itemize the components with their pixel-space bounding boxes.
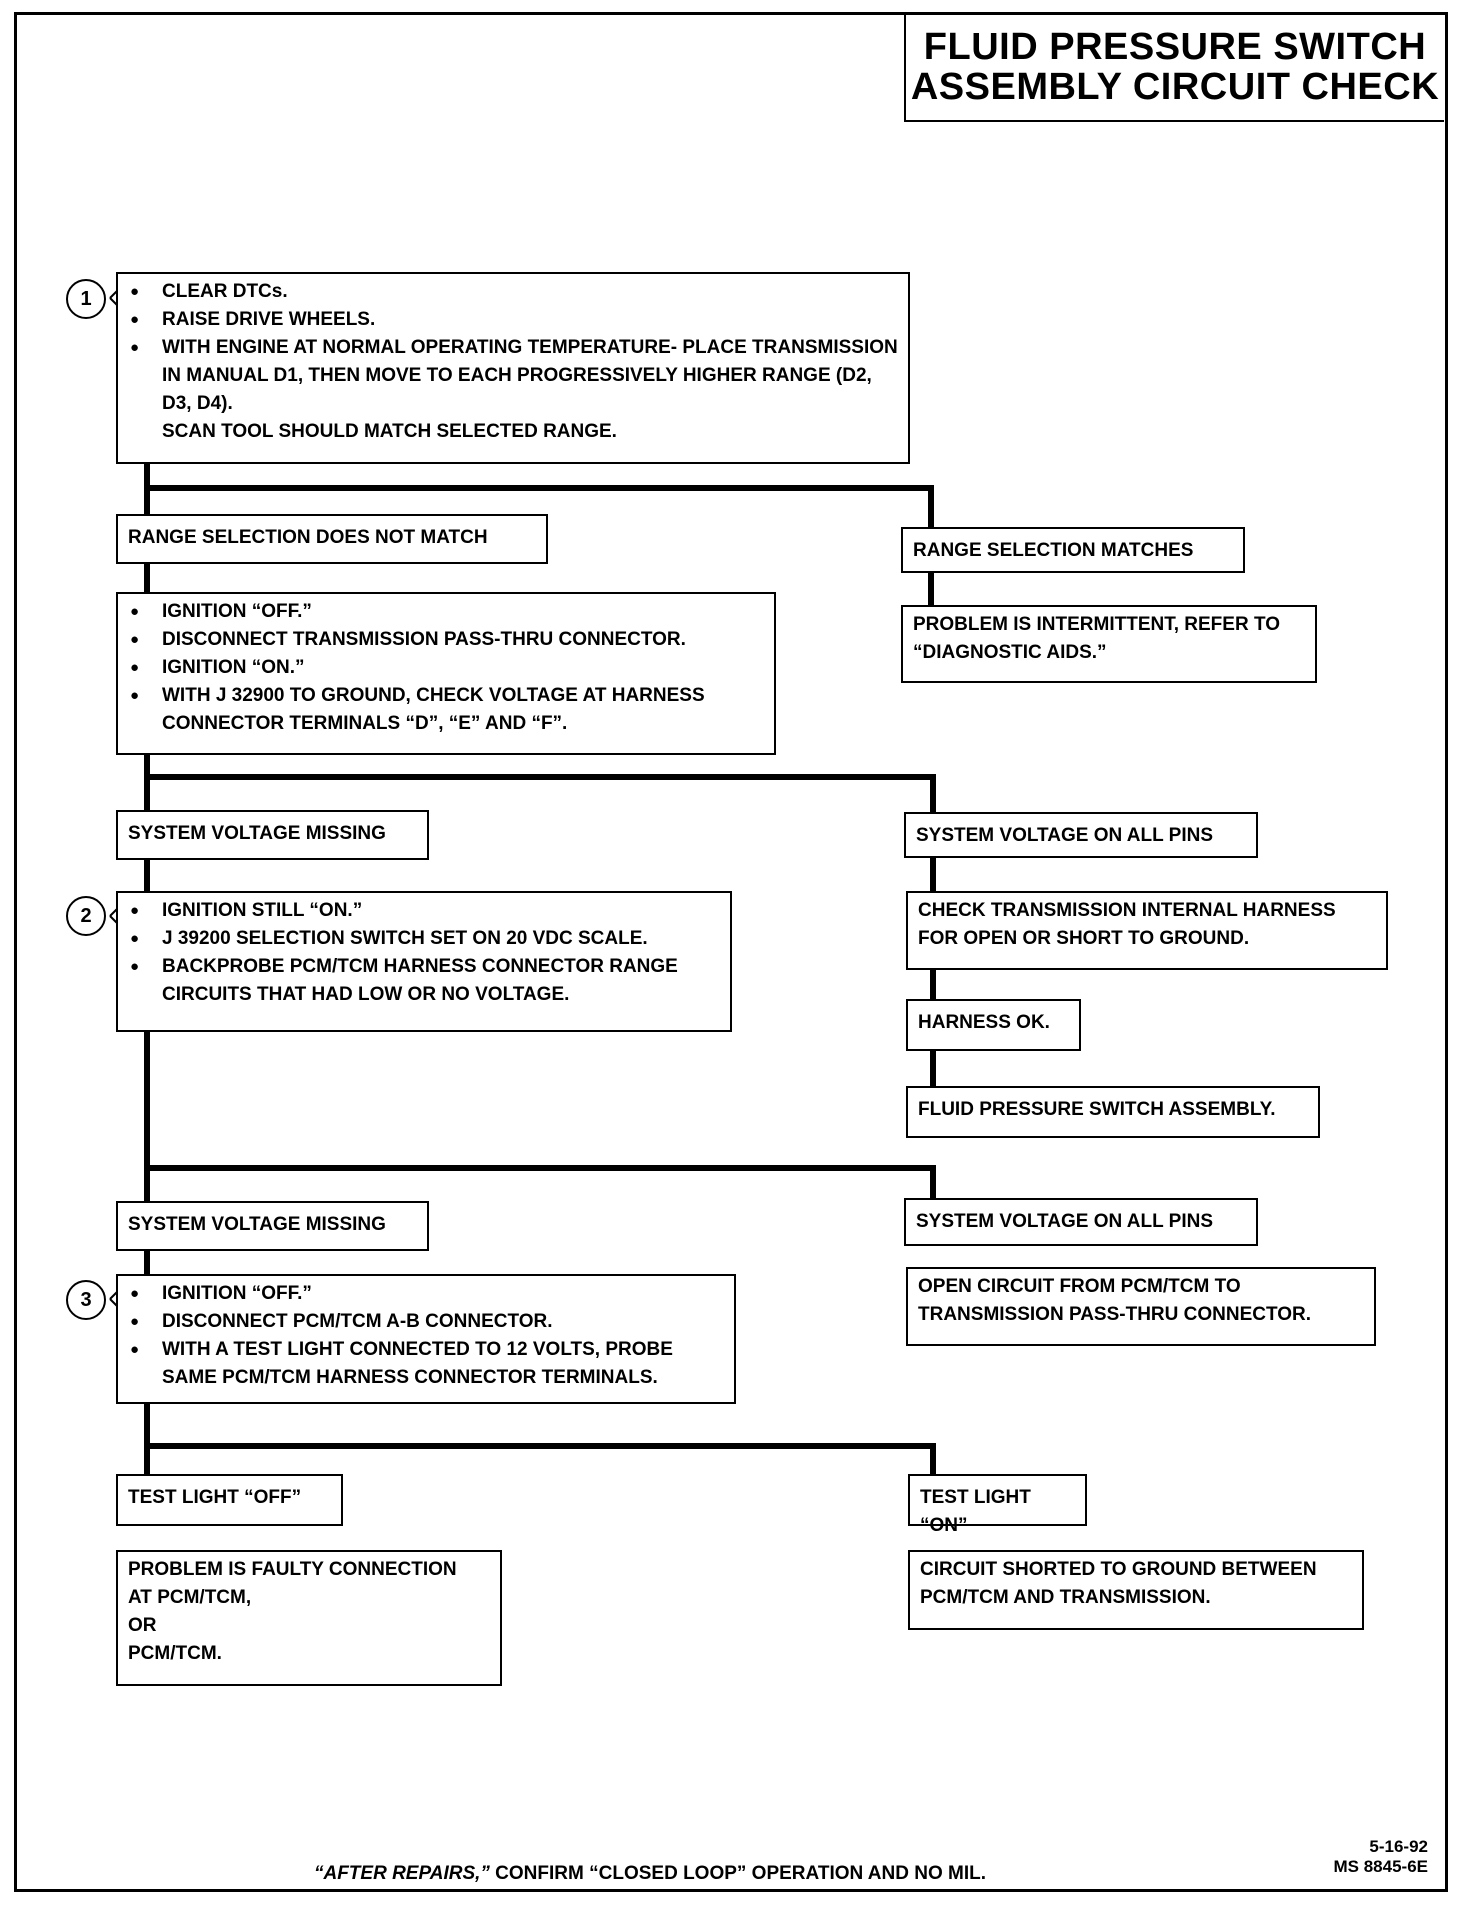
document-number: MS 8845-6E	[1333, 1857, 1429, 1876]
open-circuit-line: OPEN CIRCUIT FROM PCM/TCM TO	[918, 1276, 1241, 1297]
range-match-label: RANGE SELECTION MATCHES	[901, 527, 1245, 573]
footer-note: “AFTER REPAIRS,” CONFIRM “CLOSED LOOP” O…	[250, 1863, 1050, 1885]
voltage-missing-label: SYSTEM VOLTAGE MISSING	[116, 810, 429, 860]
step-3-item: WITH A TEST LIGHT CONNECTED TO 12 VOLTS,…	[128, 1336, 724, 1392]
open-circuit-box: OPEN CIRCUIT FROM PCM/TCM TO TRANSMISSIO…	[906, 1267, 1376, 1346]
step-1-note: SCAN TOOL SHOULD MATCH SELECTED RANGE.	[162, 421, 617, 442]
faulty-connection-line: PCM/TCM.	[128, 1643, 222, 1664]
check-voltage-item: IGNITION “OFF.”	[128, 598, 764, 626]
step-3-item: DISCONNECT PCM/TCM A-B CONNECTOR.	[128, 1308, 724, 1336]
faulty-connection-line: PROBLEM IS FAULTY CONNECTION	[128, 1559, 457, 1580]
step-3-box: IGNITION “OFF.” DISCONNECT PCM/TCM A-B C…	[116, 1274, 736, 1404]
faulty-connection-line: AT PCM/TCM,	[128, 1587, 252, 1608]
shorted-line: PCM/TCM AND TRANSMISSION.	[920, 1587, 1211, 1608]
open-circuit-line: TRANSMISSION PASS-THRU CONNECTOR.	[918, 1304, 1312, 1325]
footer-text: CONFIRM “CLOSED LOOP” OPERATION AND NO M…	[489, 1863, 987, 1884]
step-2-box: IGNITION STILL “ON.” J 39200 SELECTION S…	[116, 891, 732, 1032]
check-harness-box: CHECK TRANSMISSION INTERNAL HARNESS FOR …	[906, 891, 1388, 970]
title-line-1: FLUID PRESSURE SWITCH	[923, 26, 1427, 68]
document-code: 5-16-92 MS 8845-6E	[1334, 1837, 1429, 1877]
range-no-match-label: RANGE SELECTION DOES NOT MATCH	[116, 514, 548, 564]
intermittent-box: PROBLEM IS INTERMITTENT, REFER TO “DIAGN…	[901, 605, 1317, 683]
step-2-marker: 2	[66, 896, 106, 936]
test-light-off-label: TEST LIGHT “OFF”	[116, 1474, 343, 1526]
intermittent-line: PROBLEM IS INTERMITTENT, REFER TO	[913, 614, 1280, 635]
footer-italic: “AFTER REPAIRS,”	[313, 1863, 490, 1884]
step-2-item: IGNITION STILL “ON.”	[128, 897, 720, 925]
check-voltage-item: IGNITION “ON.”	[128, 654, 764, 682]
faulty-connection-line: OR	[128, 1615, 157, 1636]
check-voltage-item: DISCONNECT TRANSMISSION PASS-THRU CONNEC…	[128, 626, 764, 654]
fluid-switch-box: FLUID PRESSURE SWITCH ASSEMBLY.	[906, 1086, 1320, 1138]
check-harness-line: CHECK TRANSMISSION INTERNAL HARNESS	[918, 900, 1336, 921]
step-1-box: CLEAR DTCs. RAISE DRIVE WHEELS. WITH ENG…	[116, 272, 910, 464]
page-frame	[14, 12, 1448, 1892]
step-2-item: BACKPROBE PCM/TCM HARNESS CONNECTOR RANG…	[128, 953, 720, 1009]
step-2-item: J 39200 SELECTION SWITCH SET ON 20 VDC S…	[128, 925, 720, 953]
test-light-on-label: TEST LIGHT “ON”	[908, 1474, 1087, 1536]
title-line-2: ASSEMBLY CIRCUIT CHECK	[910, 66, 1440, 108]
step-1-item: RAISE DRIVE WHEELS.	[128, 306, 898, 334]
voltage-all-pins-label-2: SYSTEM VOLTAGE ON ALL PINS	[904, 1198, 1258, 1246]
step-3-item: IGNITION “OFF.”	[128, 1280, 724, 1308]
check-voltage-box: IGNITION “OFF.” DISCONNECT TRANSMISSION …	[116, 592, 776, 755]
faulty-connection-box: PROBLEM IS FAULTY CONNECTION AT PCM/TCM,…	[116, 1550, 502, 1686]
shorted-line: CIRCUIT SHORTED TO GROUND BETWEEN	[920, 1559, 1317, 1580]
voltage-missing-label-2: SYSTEM VOLTAGE MISSING	[116, 1201, 429, 1251]
harness-ok-label: HARNESS OK.	[906, 999, 1081, 1051]
step-3-marker: 3	[66, 1280, 106, 1320]
page-title: FLUID PRESSURE SWITCH ASSEMBLY CIRCUIT C…	[904, 14, 1444, 122]
step-1-item: WITH ENGINE AT NORMAL OPERATING TEMPERAT…	[128, 334, 898, 418]
shorted-box: CIRCUIT SHORTED TO GROUND BETWEEN PCM/TC…	[908, 1550, 1364, 1630]
check-harness-line: FOR OPEN OR SHORT TO GROUND.	[918, 928, 1250, 949]
step-1-marker: 1	[66, 279, 106, 319]
check-voltage-item: WITH J 32900 TO GROUND, CHECK VOLTAGE AT…	[128, 682, 764, 738]
intermittent-line: “DIAGNOSTIC AIDS.”	[913, 642, 1107, 663]
document-date: 5-16-92	[1369, 1837, 1428, 1856]
voltage-all-pins-label: SYSTEM VOLTAGE ON ALL PINS	[904, 812, 1258, 858]
step-1-item: CLEAR DTCs.	[128, 278, 898, 306]
